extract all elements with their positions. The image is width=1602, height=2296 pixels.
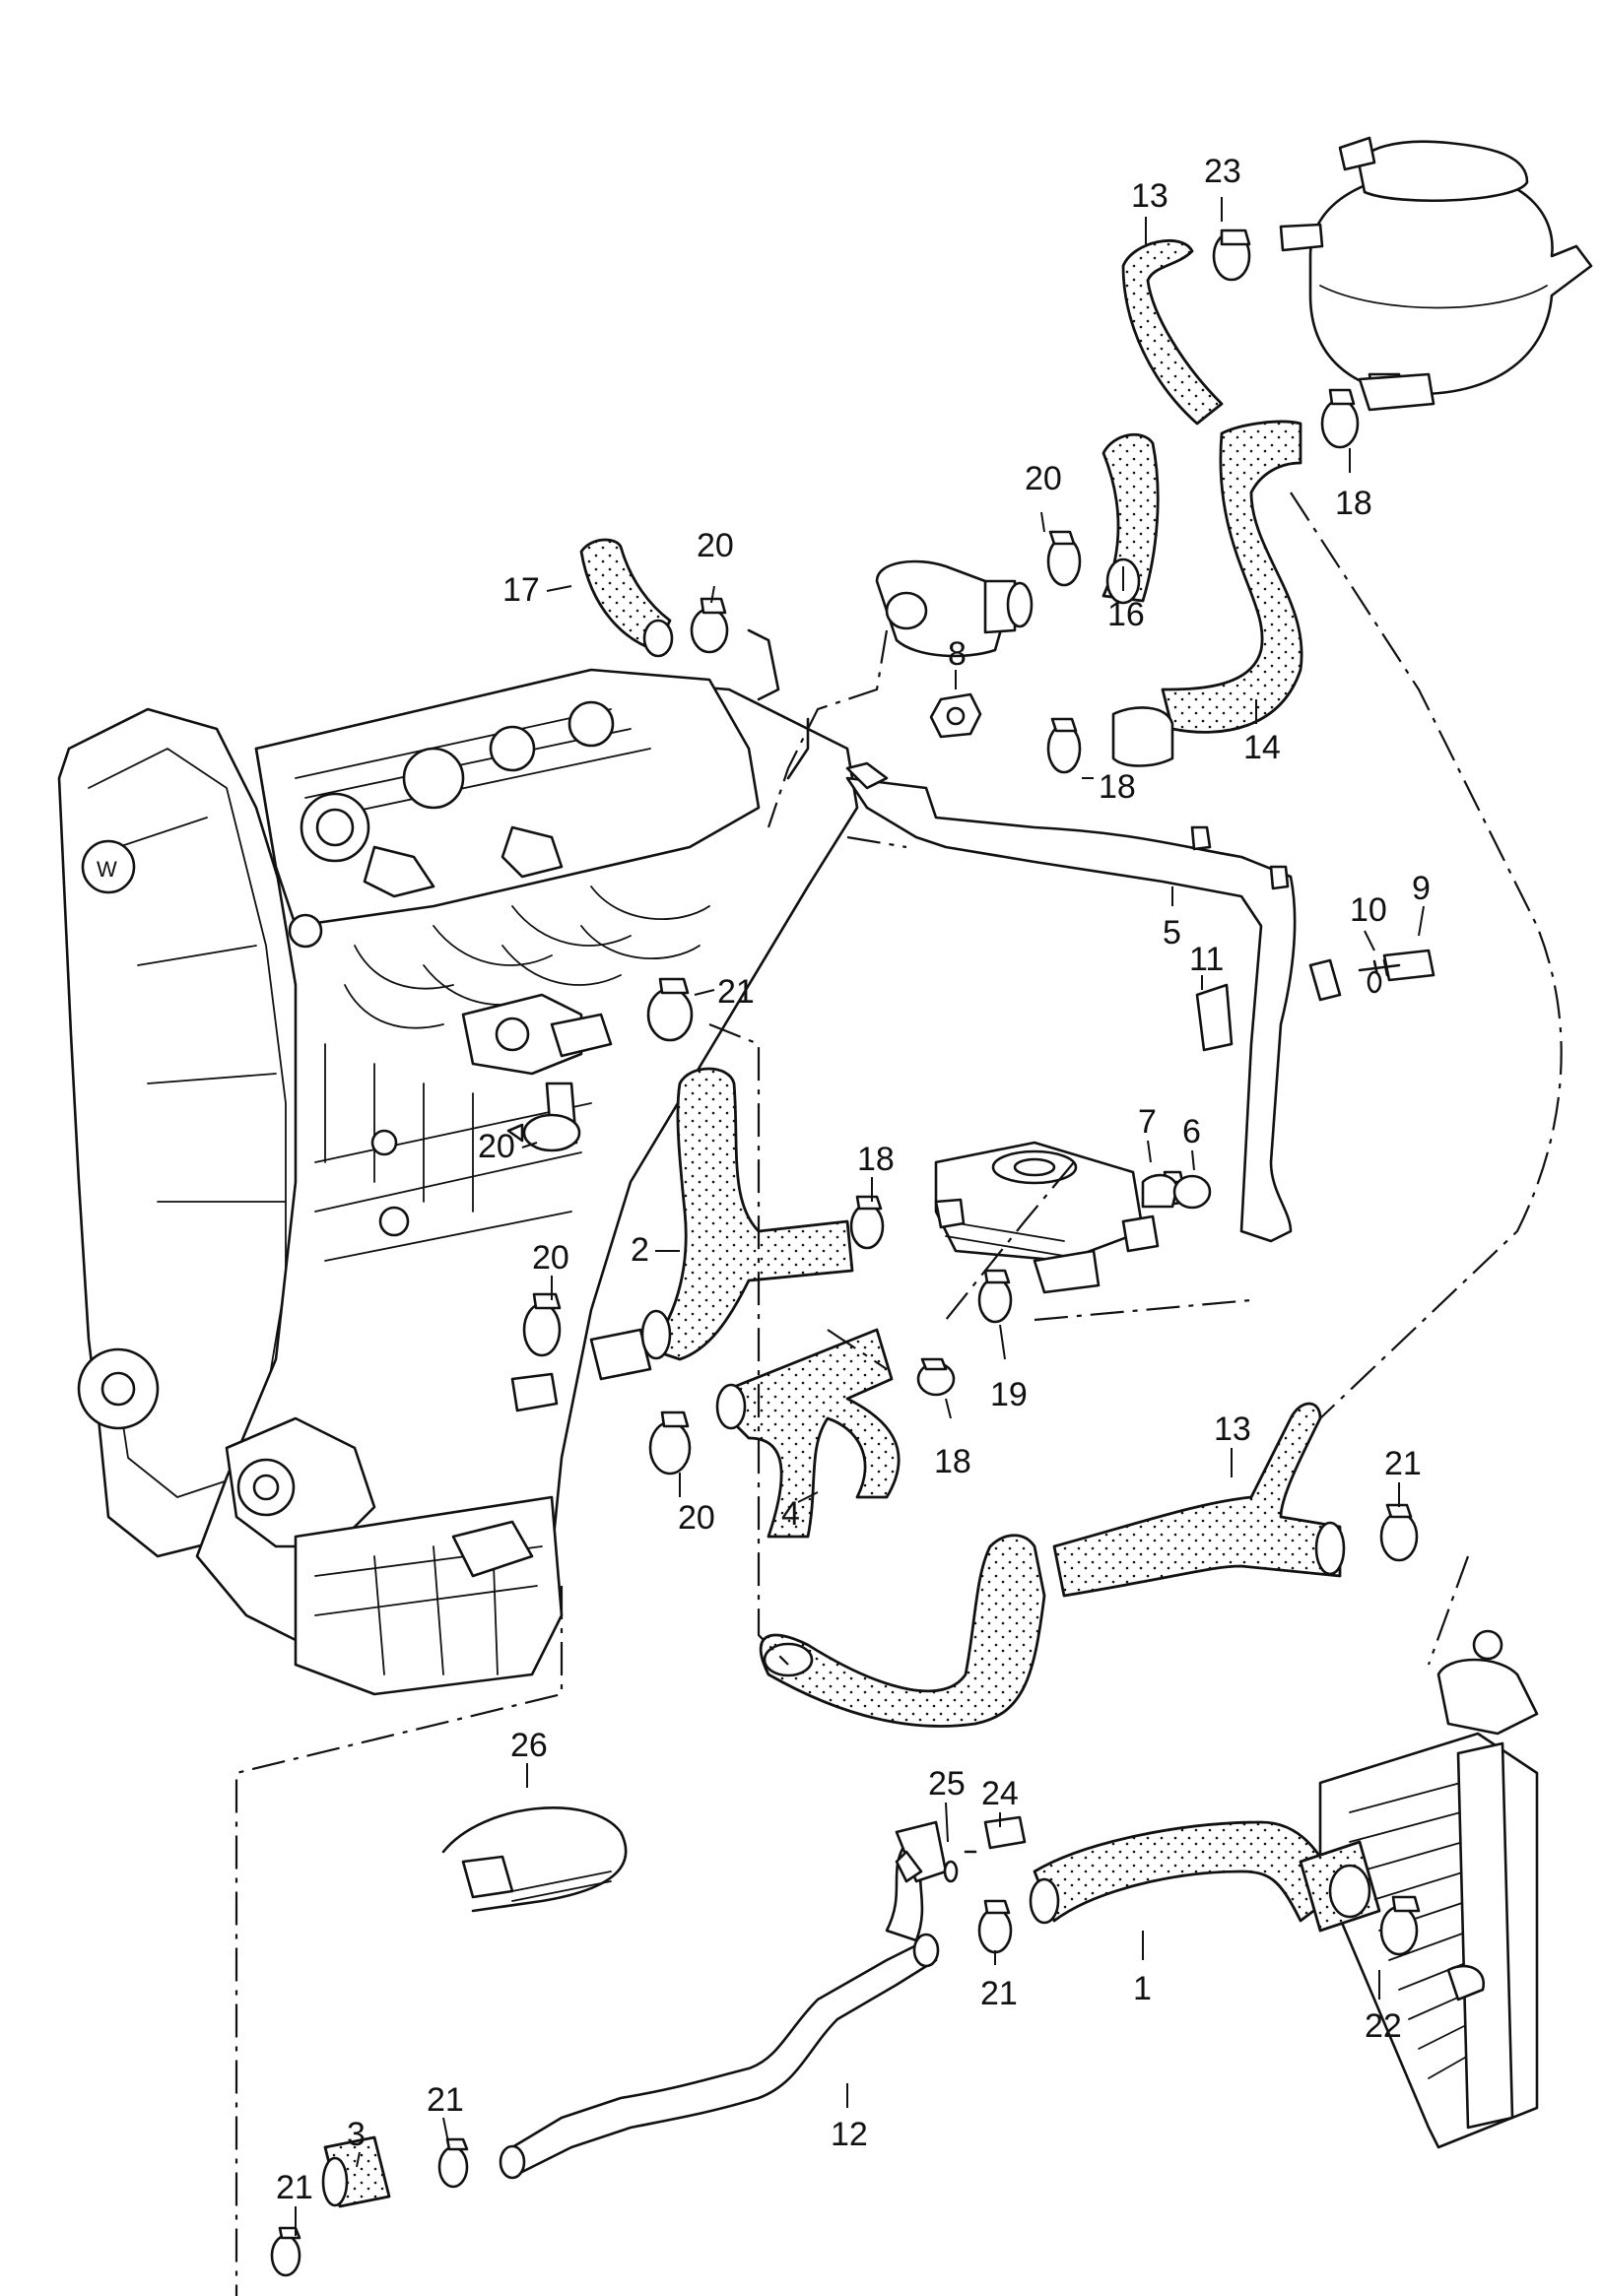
connection-lines [234, 492, 1563, 2296]
callout-25: 25 [928, 1765, 966, 1803]
hoses [321, 238, 1381, 2208]
callout-8: 8 [948, 635, 967, 673]
callout-9: 9 [1412, 870, 1431, 907]
callout-13: 13 [1131, 177, 1168, 215]
callout-21: 21 [427, 2081, 464, 2119]
leader-lines [295, 197, 1425, 2236]
callout-18: 18 [1335, 485, 1372, 522]
callout-1: 1 [1133, 1970, 1152, 2007]
callout-21: 21 [717, 973, 755, 1011]
small-parts [441, 692, 1435, 1913]
coolant-pipe-12 [499, 1820, 948, 2180]
callout-23: 23 [1204, 153, 1241, 190]
callout-20: 20 [1025, 460, 1062, 497]
callout-26: 26 [510, 1727, 548, 1764]
callout-14: 14 [1243, 729, 1281, 766]
callout-7: 7 [1138, 1103, 1157, 1141]
callout-4: 4 [781, 1495, 800, 1533]
callout-2: 2 [631, 1231, 649, 1269]
oil-cooler [934, 1141, 1145, 1263]
callout-21: 21 [1384, 1445, 1422, 1482]
callout-21: 21 [276, 2169, 313, 2206]
svg-text:W: W [97, 857, 117, 882]
callout-12: 12 [831, 2116, 868, 2153]
callout-18: 18 [1099, 768, 1136, 806]
callout-11: 11 [1189, 941, 1224, 978]
callout-labels: 13 23 20 16 18 17 20 8 14 18 10 9 5 11 2… [276, 153, 1431, 2206]
hose-clamps [270, 229, 1421, 2277]
callout-17: 17 [502, 571, 540, 609]
engine-block: W [57, 668, 859, 1696]
callout-16: 16 [1107, 596, 1145, 633]
callout-24: 24 [981, 1775, 1019, 1812]
callout-19: 19 [990, 1376, 1028, 1413]
thermo-flange [875, 559, 1034, 658]
callout-18: 18 [934, 1443, 971, 1480]
radiator [1318, 1629, 1539, 2149]
callout-21: 21 [980, 1975, 1018, 2012]
callout-22: 22 [1365, 2007, 1402, 2045]
callout-6: 6 [1182, 1113, 1201, 1150]
callout-20: 20 [697, 527, 734, 564]
callout-20: 20 [532, 1239, 569, 1277]
callout-13: 13 [1214, 1410, 1251, 1448]
callout-10: 10 [1350, 891, 1387, 929]
expansion-tank [1279, 136, 1593, 412]
callout-18: 18 [857, 1141, 895, 1178]
callout-20: 20 [478, 1128, 515, 1165]
callout-5: 5 [1163, 914, 1181, 951]
callout-3: 3 [347, 2116, 366, 2153]
callout-20: 20 [678, 1499, 715, 1537]
